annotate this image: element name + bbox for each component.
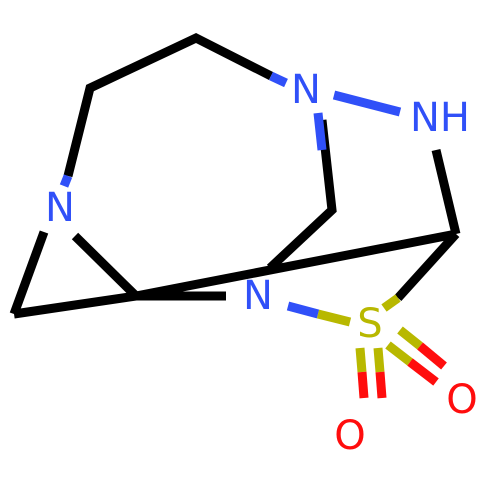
bond-s-to-o-bottom-yellow <box>355 347 367 373</box>
bond-ntop-down <box>313 112 327 151</box>
bond-ntop-to-ch2-bridge <box>266 119 337 272</box>
bond-ntop-chain <box>269 71 288 88</box>
atom-n-top: N <box>291 67 321 113</box>
bond-nbottom-to-s-blue <box>286 301 320 319</box>
bond-nleft-up <box>59 174 73 188</box>
bond-s-to-o-right-yellow-2 <box>397 326 423 350</box>
bond-s-to-o-bottom-red-2 <box>375 371 387 399</box>
bond-s-to-o-bottom-red <box>357 371 369 399</box>
bond-quaternary-c-to-s <box>394 230 460 302</box>
heteroatom-bonds <box>59 71 447 399</box>
atom-n-bottom: N <box>243 273 273 319</box>
atom-s: S <box>357 301 382 347</box>
bond-s-to-o-right-red <box>407 358 439 386</box>
bond-s-to-o-right-yellow <box>385 341 413 366</box>
bond-ch2-chain-top <box>63 32 274 178</box>
bond-bridge-to-quaternary-c <box>135 229 457 301</box>
bond-s-to-o-right-red-2 <box>417 342 447 370</box>
bond-nbottom-to-s-yellow <box>316 309 352 327</box>
atom-nh-top: NH <box>410 95 470 141</box>
atom-o-bottom: O <box>334 413 365 459</box>
bond-aziridine-bottom <box>13 291 137 319</box>
bond-aziridine-left <box>9 230 49 316</box>
bond-s-to-c-yellow <box>381 294 401 312</box>
atom-labels: N NH N N S O O <box>45 67 478 459</box>
bond-ntop-to-nh <box>332 90 402 117</box>
atom-o-right: O <box>446 377 477 423</box>
bond-aziridine-n-to-c <box>71 232 140 300</box>
bond-s-to-o-bottom-yellow-2 <box>373 347 385 373</box>
skeleton-bonds <box>9 32 461 319</box>
atom-n-left: N <box>45 185 75 231</box>
bond-quaternary-c-to-nh <box>431 148 461 236</box>
